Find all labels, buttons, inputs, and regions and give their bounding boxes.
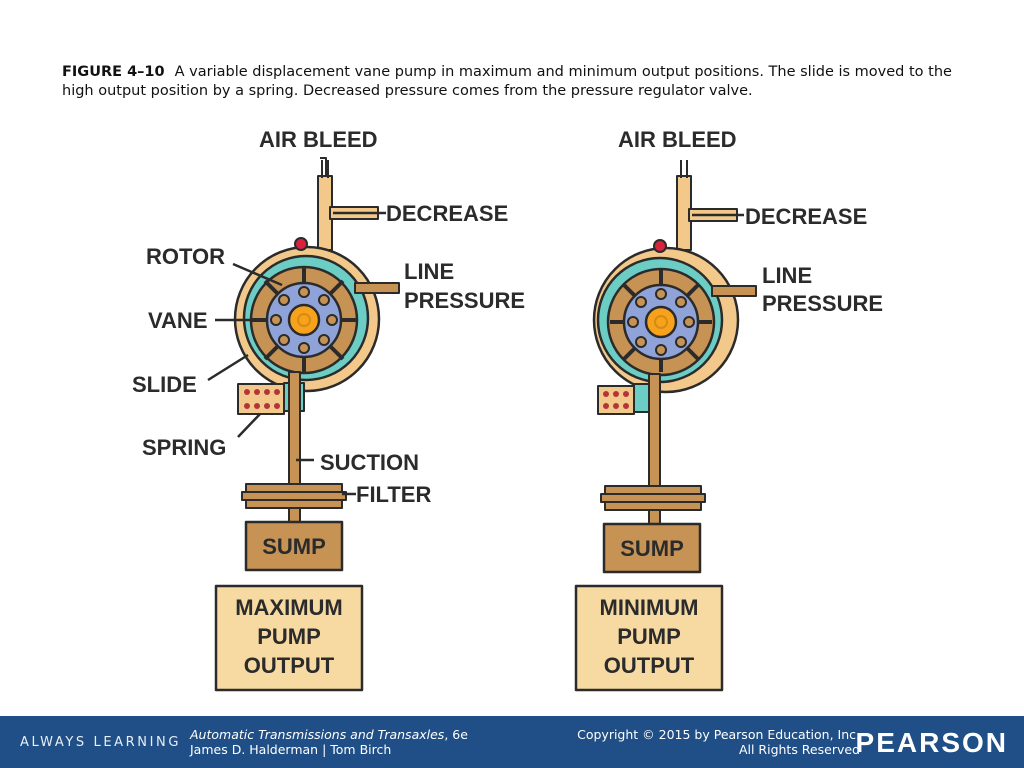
label-sump-right: SUMP [620, 536, 684, 561]
book-authors: James D. Halderman | Tom Birch [190, 742, 392, 757]
rights-text: All Rights Reserved [738, 742, 860, 757]
label-air-bleed-right: AIR BLEED [618, 127, 737, 152]
pearson-logo: PEARSON [855, 727, 1008, 758]
label-air-bleed: AIR BLEED [259, 127, 378, 152]
footer-bar: ALWAYS LEARNING Automatic Transmissions … [0, 716, 1024, 768]
pump-maximum [214, 157, 400, 692]
rotor-hub-right [644, 305, 678, 339]
line-pressure-pipe [354, 282, 400, 294]
filter-right [604, 485, 702, 495]
label-rotor: ROTOR [146, 244, 225, 269]
label-decrease: DECREASE [386, 201, 508, 226]
label-suction: SUCTION [320, 450, 419, 475]
label-line: LINE [404, 259, 454, 284]
output-max-line-1: MAXIMUM [235, 595, 343, 620]
rotor-hub [287, 303, 321, 337]
pump-minimum [574, 160, 757, 692]
filter [245, 483, 343, 493]
figure-label: FIGURE 4–10 [62, 64, 165, 80]
output-min-line-2: PUMP [617, 624, 681, 649]
leader-lines-left [207, 211, 386, 496]
vane-slots [270, 286, 338, 354]
footer-tagline: ALWAYS LEARNING [20, 735, 182, 750]
book-title: Automatic Transmissions and Transaxles [190, 727, 445, 742]
label-pressure-right: PRESSURE [762, 291, 883, 316]
label-sump-left: SUMP [262, 534, 326, 559]
sump-left [244, 520, 344, 572]
footer-book-info: Automatic Transmissions and Transaxles, … [190, 727, 468, 757]
label-filter: FILTER [356, 482, 431, 507]
footer-copyright: Copyright © 2015 by Pearson Education, I… [577, 727, 860, 757]
copyright-text: Copyright © 2015 by Pearson Education, I… [577, 727, 860, 742]
label-slide: SLIDE [132, 372, 197, 397]
book-edition: , 6e [444, 727, 468, 742]
vanes-right [610, 270, 712, 372]
pivot-pin [294, 237, 308, 251]
label-spring: SPRING [142, 435, 226, 460]
label-line-right: LINE [762, 263, 812, 288]
output-max-line-3: OUTPUT [244, 653, 335, 678]
spring-right [597, 385, 635, 415]
output-box-max [214, 584, 364, 692]
pivot-pin-right [653, 239, 667, 253]
caption-text: A variable displacement vane pump in max… [62, 64, 952, 99]
label-vane: VANE [148, 308, 208, 333]
output-box-min [574, 584, 724, 692]
vane-slots-right [627, 288, 695, 356]
output-max-line-2: PUMP [257, 624, 321, 649]
label-decrease-right: DECREASE [745, 204, 867, 229]
labels-left: AIR BLEED DECREASE ROTOR LINE PRESSURE V… [132, 127, 525, 678]
line-pressure-pipe-right [711, 285, 757, 297]
spring [237, 383, 285, 415]
vane-pump-diagram: AIR BLEED DECREASE ROTOR LINE PRESSURE V… [132, 127, 884, 692]
label-pressure: PRESSURE [404, 288, 525, 313]
labels-right: AIR BLEED DECREASE LINE PRESSURE SUMP MI… [600, 127, 884, 678]
output-min-line-1: MINIMUM [600, 595, 699, 620]
output-min-line-3: OUTPUT [604, 653, 695, 678]
sump-right [602, 522, 702, 574]
